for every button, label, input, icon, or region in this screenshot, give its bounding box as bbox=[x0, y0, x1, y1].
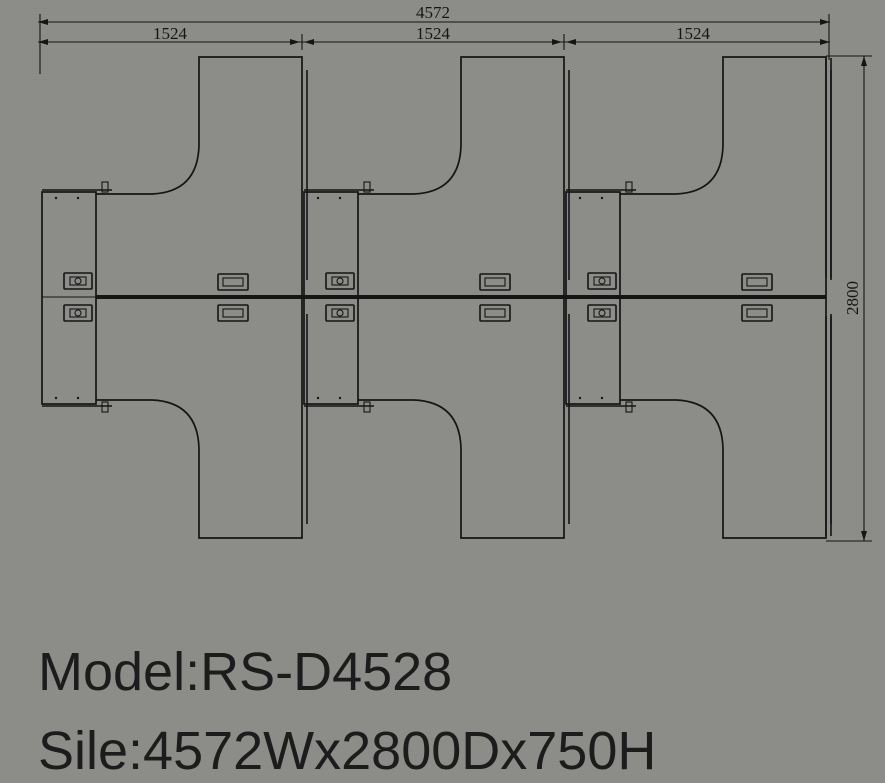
pedestal-dot bbox=[338, 196, 342, 200]
pedestal-dot bbox=[54, 396, 58, 400]
pedestal-cabinet bbox=[41, 191, 97, 405]
grommet bbox=[587, 272, 617, 290]
bracket-clip bbox=[363, 181, 371, 193]
bracket-clip bbox=[101, 181, 109, 193]
grommet-inner bbox=[746, 308, 768, 318]
grommet bbox=[325, 272, 355, 290]
grommet-inner bbox=[593, 276, 611, 286]
grommet bbox=[479, 273, 511, 291]
cable-hole-icon bbox=[74, 309, 82, 317]
size-spec-label: Sile:4572Wx2800Dx750H bbox=[38, 721, 657, 781]
pedestal-dot bbox=[600, 396, 604, 400]
model-label: Model:RS-D4528 bbox=[38, 642, 453, 702]
cable-hole-icon bbox=[598, 309, 606, 317]
grommet-inner bbox=[69, 276, 87, 286]
grommet bbox=[741, 273, 773, 291]
bracket-clip bbox=[625, 181, 633, 193]
pedestal-dot bbox=[316, 396, 320, 400]
end-panel bbox=[825, 58, 832, 536]
pedestal-dot bbox=[316, 196, 320, 200]
grommet-inner bbox=[484, 277, 506, 287]
cable-hole-icon bbox=[598, 277, 606, 285]
grommet bbox=[587, 304, 617, 322]
grommet-inner bbox=[222, 277, 244, 287]
grommet-inner bbox=[484, 308, 506, 318]
grommet bbox=[741, 304, 773, 322]
overall-width-dimension: 4572 bbox=[38, 3, 830, 74]
grommet bbox=[479, 304, 511, 322]
pedestal-dot bbox=[54, 196, 58, 200]
pedestal-dot bbox=[578, 196, 582, 200]
grommet-inner bbox=[69, 308, 87, 318]
grommet-inner bbox=[331, 276, 349, 286]
bracket-clip bbox=[625, 401, 633, 413]
grommet bbox=[325, 304, 355, 322]
desk-top-lower bbox=[358, 297, 565, 539]
grommet-inner bbox=[222, 308, 244, 318]
desk-top-upper bbox=[358, 56, 565, 297]
depth-dimension: 2800 bbox=[826, 55, 872, 542]
grommet bbox=[217, 273, 249, 291]
desk-top-upper bbox=[620, 56, 827, 297]
bracket-clip bbox=[363, 401, 371, 413]
pedestal-dot bbox=[600, 196, 604, 200]
pedestal-dot bbox=[76, 196, 80, 200]
desk-top-upper bbox=[96, 56, 303, 297]
pedestal-dot bbox=[578, 396, 582, 400]
grommet-inner bbox=[593, 308, 611, 318]
grommet-inner bbox=[331, 308, 349, 318]
grommet bbox=[63, 272, 93, 290]
module-width-label-2: 1524 bbox=[416, 24, 451, 43]
desk-top-lower bbox=[96, 297, 303, 539]
workstation-module bbox=[41, 56, 308, 539]
module-width-label-3: 1524 bbox=[676, 24, 711, 43]
cable-hole-icon bbox=[336, 277, 344, 285]
bracket-clip bbox=[101, 401, 109, 413]
workstation-module bbox=[303, 56, 570, 539]
cable-hole-icon bbox=[336, 309, 344, 317]
module-width-label-1: 1524 bbox=[153, 24, 188, 43]
grommet bbox=[63, 304, 93, 322]
overall-width-label: 4572 bbox=[416, 3, 450, 22]
grommet-inner bbox=[746, 277, 768, 287]
cable-hole-icon bbox=[74, 277, 82, 285]
grommet bbox=[217, 304, 249, 322]
depth-label: 2800 bbox=[843, 281, 862, 315]
desk-top-lower bbox=[620, 297, 827, 539]
pedestal-dot bbox=[76, 396, 80, 400]
pedestal-dot bbox=[338, 396, 342, 400]
module-width-dimensions: 1524 1524 1524 bbox=[38, 24, 830, 50]
